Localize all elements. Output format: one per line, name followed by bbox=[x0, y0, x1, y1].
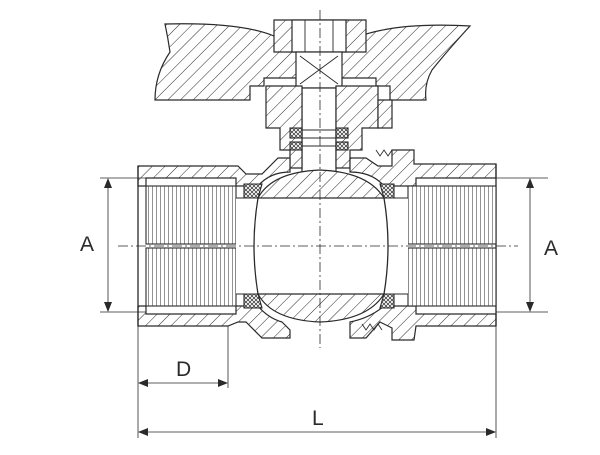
thread-left bbox=[145, 185, 237, 307]
dimension-d bbox=[137, 326, 229, 438]
valve-body bbox=[137, 149, 497, 341]
center-lines bbox=[118, 10, 518, 348]
dimension-a-left bbox=[100, 177, 146, 313]
stem bbox=[295, 51, 343, 187]
hex-nut bbox=[273, 19, 367, 53]
dimension-label-l: L bbox=[312, 407, 324, 430]
union-threads bbox=[361, 149, 393, 331]
dimension-a-right bbox=[496, 177, 548, 313]
thread-right bbox=[407, 185, 497, 307]
ball bbox=[253, 169, 389, 323]
dimension-label-a-left: A bbox=[80, 233, 94, 256]
seat-seals bbox=[243, 183, 395, 309]
dimension-label-d: D bbox=[176, 358, 191, 381]
stem-packing bbox=[289, 127, 349, 151]
dimension-l bbox=[138, 326, 497, 438]
dimension-label-a-right: A bbox=[544, 237, 558, 260]
